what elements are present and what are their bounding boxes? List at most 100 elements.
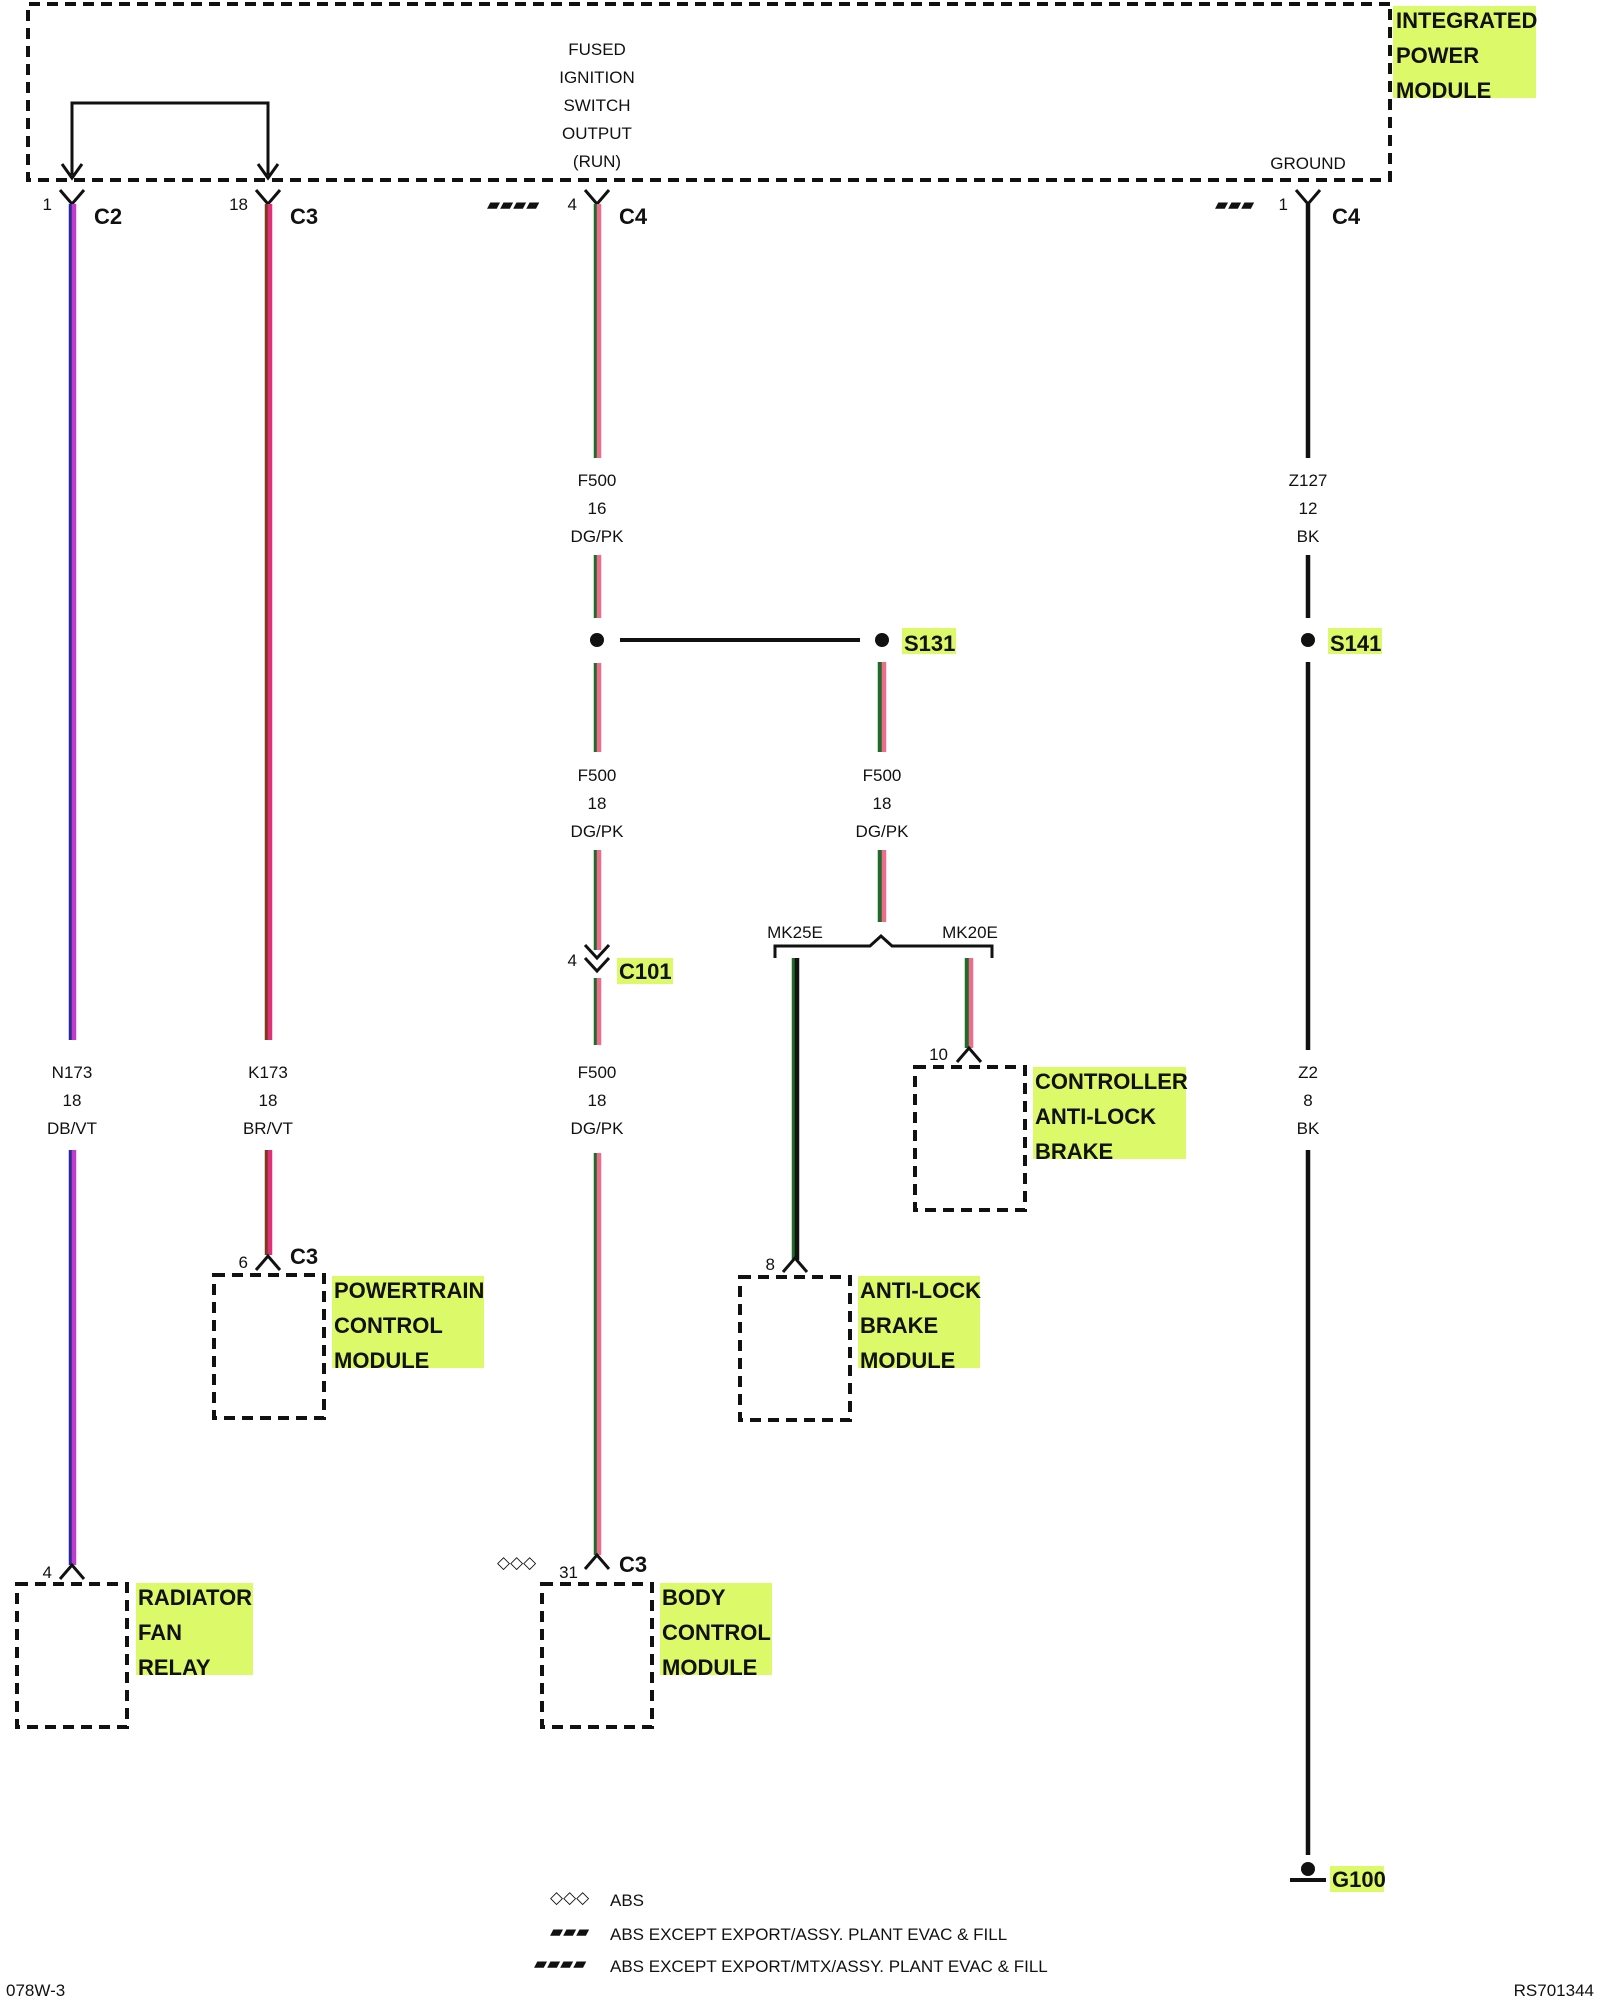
f500-right-circuit: F500 [863,766,902,785]
splice-dot-trunk [590,633,604,647]
rfr-label-line2: FAN [138,1620,182,1645]
c4-ground-option-symbol: ▰▰▰ [1215,195,1255,214]
abm-pin: 8 [766,1255,775,1274]
f500-c101-circuit: F500 [578,1063,617,1082]
pcm-connector-symbol [254,1253,282,1271]
c101-connector-upper [583,943,611,961]
footer-left: 078W-3 [6,1981,65,2000]
f500-right-color: DG/PK [856,822,910,841]
c3-pin: 18 [229,195,248,214]
c2-label: C2 [94,204,122,229]
f500-right-gauge: 18 [873,794,892,813]
s141-highlight [1328,628,1382,654]
s141-label: S141 [1330,631,1381,656]
k173-circuit: K173 [248,1063,288,1082]
ipm-box [26,2,1392,182]
variant-brace [773,933,994,958]
rfr-label-line1: RADIATOR [138,1585,252,1610]
ipm-title-highlight [1393,6,1536,98]
fused-label-line3: SWITCH [563,96,630,115]
cab-label-line2: ANTI-LOCK [1035,1104,1156,1129]
f500-top-circuit: F500 [578,471,617,490]
splice-dot-s131 [875,633,889,647]
pcm-conn-label: C3 [290,1244,318,1269]
fused-label-line1: FUSED [568,40,626,59]
ipm-title-line3: MODULE [1396,78,1491,103]
cab-label-line1: CONTROLLER [1035,1069,1188,1094]
legend-symbol-3: ▰▰▰▰ [534,1954,587,1973]
jumper-arrow-c3 [256,163,280,181]
f500-left-color: DG/PK [571,822,625,841]
f500-c101-color: DG/PK [571,1119,625,1138]
c2-connector-symbol [58,189,86,207]
f500-top-gauge: 16 [588,499,607,518]
jumper-arrow-c2 [60,163,84,181]
z2-color: BK [1297,1119,1320,1138]
abm-label-line2: BRAKE [860,1313,938,1338]
legend-symbol-2: ▰▰▰ [550,1922,590,1941]
abm-box [738,1275,852,1422]
c4-ground-connector-symbol [1294,189,1322,207]
s131-highlight [902,628,956,654]
fused-label-line2: IGNITION [559,68,635,87]
c101-label: C101 [619,959,672,984]
n173-color: DB/VT [47,1119,97,1138]
f500-left-circuit: F500 [578,766,617,785]
c4-run-pin: 4 [568,195,577,214]
wire-f500-branch [877,662,887,922]
pcm-highlight [332,1276,484,1368]
bcm-highlight [660,1583,772,1675]
f500-top-color: DG/PK [571,527,625,546]
pcm-label-line2: CONTROL [334,1313,443,1338]
bcm-conn-label: C3 [619,1552,647,1577]
abm-connector-symbol [781,1255,809,1273]
f500-left-gauge: 18 [588,794,607,813]
ipm-title-line1: INTEGRATED [1396,8,1537,33]
rfr-highlight [136,1583,253,1675]
bcm-box [540,1582,654,1729]
c4-run-label: C4 [619,204,648,229]
fused-label-line4: OUTPUT [562,124,632,143]
abm-label-line3: MODULE [860,1348,955,1373]
g100-highlight [1330,1866,1384,1892]
ground-label: GROUND [1270,154,1346,173]
wire-cab [964,958,974,1048]
c4-ground-pin: 1 [1279,195,1288,214]
internal-jumper [70,101,270,175]
c101-highlight [617,958,673,984]
fused-label-line5: (RUN) [573,152,621,171]
variant-left-label: MK25E [767,923,823,942]
legend-text-2: ABS EXCEPT EXPORT/ASSY. PLANT EVAC & FIL… [610,1925,1007,1944]
cab-box [913,1065,1027,1212]
abm-label-line1: ANTI-LOCK [860,1278,981,1303]
z2-gauge: 8 [1303,1091,1312,1110]
c4-ground-label: C4 [1332,204,1361,229]
rfr-label-line3: RELAY [138,1655,211,1680]
z127-circuit: Z127 [1289,471,1328,490]
c3-connector-symbol [254,189,282,207]
cab-label-line3: BRAKE [1035,1139,1113,1164]
bcm-label-line2: CONTROL [662,1620,771,1645]
c3-label: C3 [290,204,318,229]
s131-label: S131 [904,631,955,656]
g100-label: G100 [1332,1867,1386,1892]
c2-pin: 1 [43,195,52,214]
wire-k173 [264,204,273,1255]
pcm-box [212,1273,326,1420]
legend-symbol-1: ◇◇◇ [550,1888,590,1907]
c101-pin: 4 [568,951,577,970]
n173-gauge: 18 [63,1091,82,1110]
z127-color: BK [1297,527,1320,546]
rfr-connector-symbol [58,1562,86,1580]
ipm-title-line2: POWER [1396,43,1479,68]
rfr-box [15,1582,129,1729]
pcm-pin: 6 [239,1253,248,1272]
c4-run-connector-symbol [583,189,611,207]
abm-highlight [858,1276,980,1368]
legend-text-1: ABS [610,1891,644,1910]
bcm-connector-symbol [583,1552,611,1570]
ground-symbol-dot [1301,1862,1315,1876]
cab-connector-symbol [955,1045,983,1063]
wire-f500-trunk [593,204,602,1555]
